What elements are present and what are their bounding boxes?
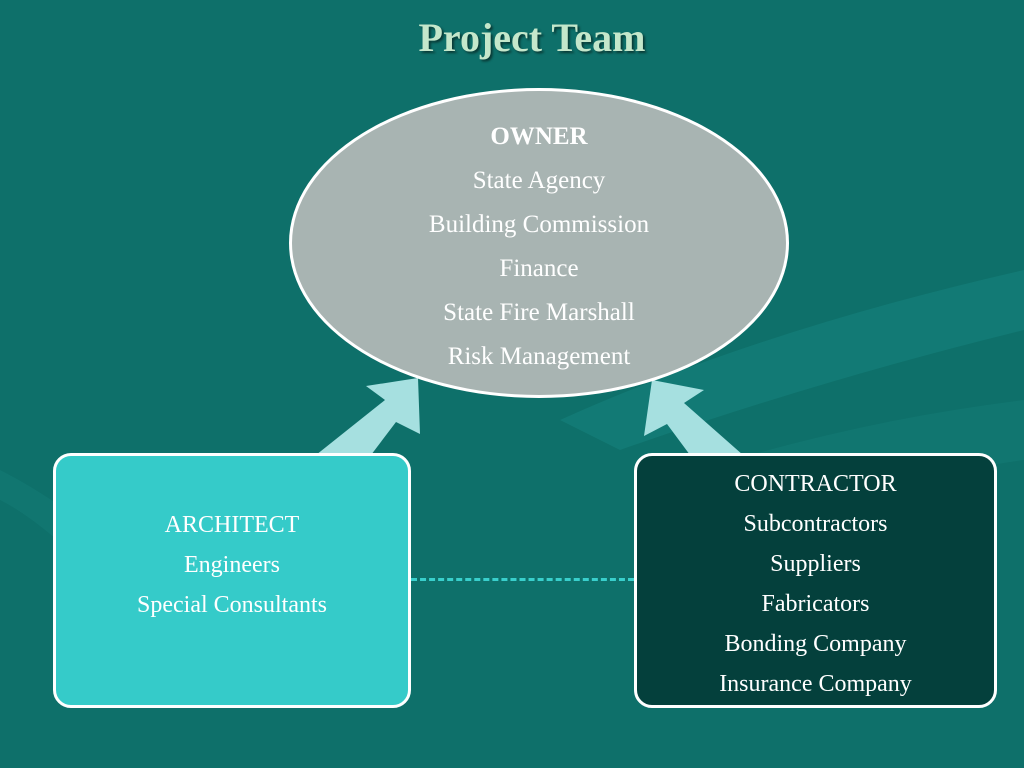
contractor-item-insurance-company: Insurance Company (719, 671, 912, 697)
dashed-connector (411, 578, 634, 581)
contractor-item-fabricators: Fabricators (761, 591, 870, 617)
owner-ellipse: OWNER State Agency Building Commission F… (289, 88, 789, 398)
architect-item-engineers: Engineers (184, 552, 280, 578)
architect-to-owner-arrow (316, 378, 420, 455)
contractor-to-owner-arrow (644, 380, 743, 455)
page-title: Project Team (418, 15, 646, 60)
owner-item-state-fire-marshall: State Fire Marshall (443, 299, 635, 326)
owner-heading: OWNER (490, 123, 588, 150)
contractor-heading: CONTRACTOR (734, 471, 897, 497)
owner-item-building-commission: Building Commission (428, 211, 650, 238)
contractor-item-suppliers: Suppliers (770, 551, 861, 577)
architect-item-special-consultants: Special Consultants (137, 592, 327, 618)
contractor-box: CONTRACTOR Subcontractors Suppliers Fabr… (634, 453, 997, 708)
owner-item-state-agency: State Agency (472, 167, 606, 194)
owner-item-risk-management: Risk Management (447, 343, 631, 370)
owner-item-finance: Finance (499, 255, 579, 282)
architect-heading: ARCHITECT (164, 512, 300, 538)
architect-box: ARCHITECT Engineers Special Consultants (53, 453, 411, 708)
contractor-item-bonding-company: Bonding Company (724, 631, 907, 657)
contractor-item-subcontractors: Subcontractors (743, 511, 888, 537)
